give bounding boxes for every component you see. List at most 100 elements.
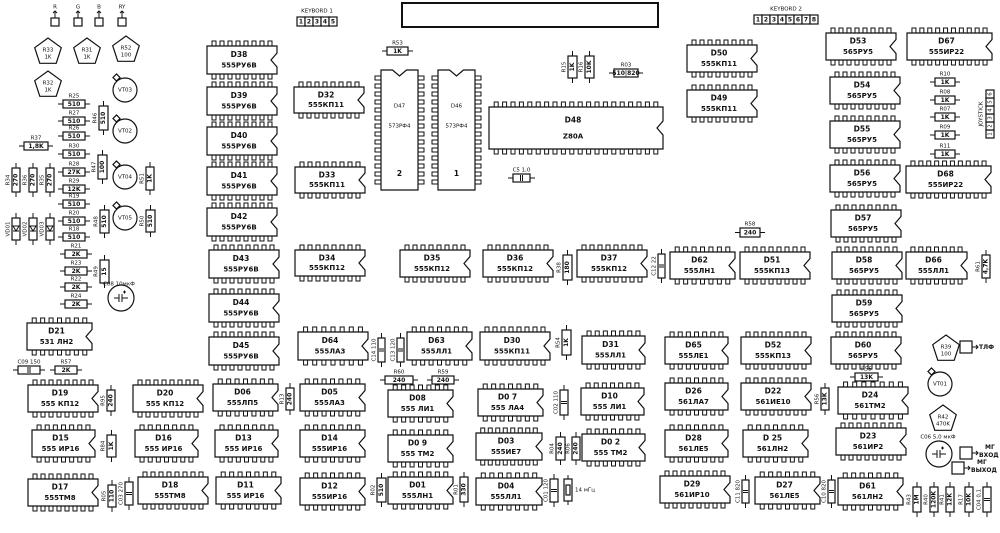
capacitor-c04[interactable]: C04 0,1 [977, 482, 992, 517]
capacitor-c14[interactable]: C14 110 [372, 333, 386, 367]
video-output-ry[interactable]: RY [117, 5, 127, 27]
capacitor-c01[interactable]: C01 120 [544, 474, 559, 507]
electrolytic-c08[interactable]: C08 10мкФ [103, 282, 135, 312]
transistor-vt03[interactable]: VT03 [112, 73, 138, 103]
video-output-r[interactable]: R [50, 5, 60, 27]
transistor-vt04[interactable]: VT04 [112, 160, 138, 190]
capacitor-c5[interactable]: C5 1,0 [508, 168, 535, 183]
jack-tlf[interactable]: ТЛФ [959, 340, 994, 354]
capacitor-c12[interactable]: C12 22 [652, 249, 666, 283]
transistor-vt02[interactable]: VT02 [112, 114, 138, 144]
capacitor-c13[interactable]: C13 120 [391, 333, 405, 367]
diode-vd01[interactable]: VD01 [6, 213, 21, 245]
electrolytic-c06[interactable]: C06 5,0 мкФ [920, 435, 956, 468]
transistor-vt05[interactable]: VT05 [112, 201, 138, 231]
capacitor-c02[interactable]: C02 110 [554, 385, 569, 420]
capacitor-c03[interactable]: C03 270 [119, 477, 134, 510]
video-output-b[interactable]: B [94, 5, 104, 27]
diode-vd02[interactable]: VD02 [23, 213, 38, 245]
